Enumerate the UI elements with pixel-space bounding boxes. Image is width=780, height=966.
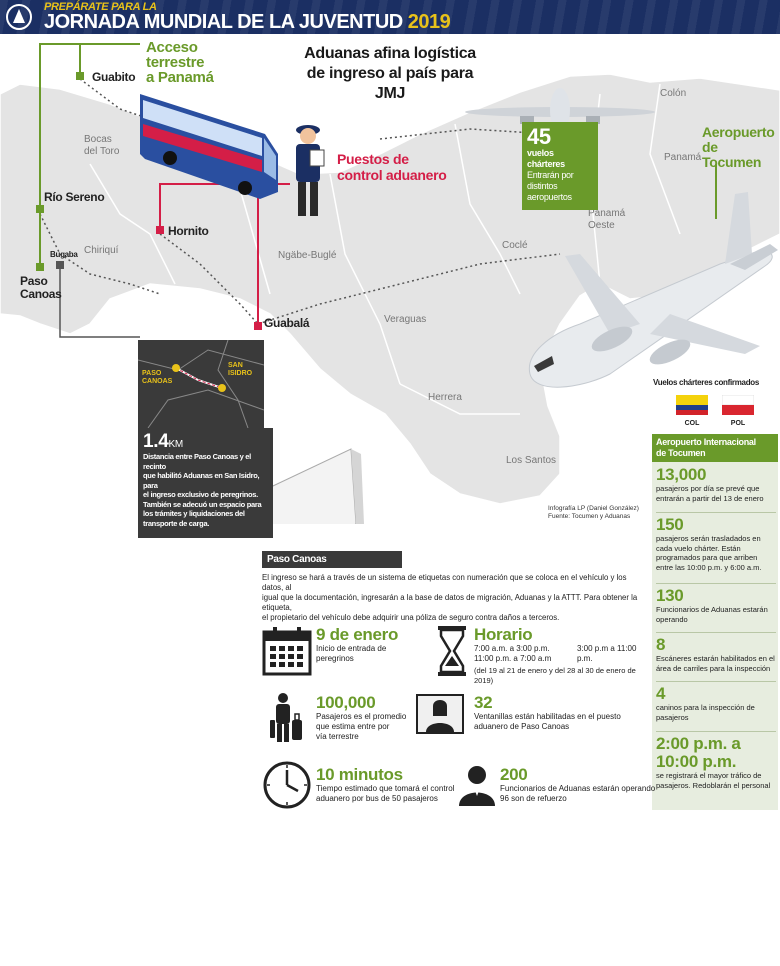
place-cocle: Coclé: [502, 240, 528, 251]
flags-title: Vuelos chárteres confirmados: [653, 378, 760, 387]
bugaba-label: Bugaba: [50, 250, 78, 259]
place-los-santos: Los Santos: [506, 455, 557, 466]
marker-guabala: [254, 322, 262, 330]
inset-roads: [138, 340, 264, 428]
marker-hornito: [156, 226, 164, 234]
stat-time: 10 minutos Tiempo estimado que tomará el…: [316, 765, 455, 804]
charter-flights-box: 45 vuelos chárteres Entrarán por distint…: [522, 122, 598, 210]
header-kicker: PREPÁRATE PARA LA: [44, 1, 157, 13]
guabala-label: Guabalá: [264, 316, 310, 330]
place-panama: Panamá: [664, 152, 702, 163]
flag-col: COL: [676, 395, 708, 427]
sidebar-title: Aeropuerto Internacional de Tocumen: [652, 434, 778, 462]
rio-sereno-label: Río Sereno: [44, 190, 105, 204]
paso-canoas-text: El ingreso se hará a través de un sistem…: [262, 573, 638, 622]
main-title: Aduanas afina logística de ingreso al pa…: [304, 45, 476, 102]
distance-box: 1.4KM Distancia entre Paso Canoas y el r…: [138, 428, 273, 538]
place-ngabe: Ngäbe-Buglé: [278, 250, 337, 261]
land-access-label: Acceso terrestre a Panamá: [146, 39, 214, 86]
paso-canoas-tab: Paso Canoas: [262, 551, 402, 568]
airport-sidebar: [652, 434, 778, 810]
clock-icon: [263, 761, 311, 809]
header-banner: PREPÁRATE PARA LA JORNADA MUNDIAL DE LA …: [0, 0, 780, 34]
stat-windows: 32 Ventanillas están habilitadas en el p…: [474, 693, 621, 732]
distance-text: Distancia entre Paso Canoas y el recinto…: [143, 452, 262, 528]
stat-schedule: Horario 7:00 a.m. a 3:00 p.m. 11:00 p.m.…: [474, 625, 637, 686]
customs-officer-icon: [296, 125, 325, 216]
header-title: JORNADA MUNDIAL DE LA JUVENTUD 2019: [44, 11, 451, 33]
inset-marker-paso-canoas: [172, 364, 180, 372]
small-airplane-icon: [465, 88, 655, 132]
truck-icon: [255, 448, 364, 524]
paso-canoas-label: Paso Canoas: [20, 274, 62, 301]
place-colon: Colón: [660, 88, 687, 99]
large-airplane-icon: [528, 192, 778, 388]
marker-guabito: [76, 72, 84, 80]
place-veraguas: Veraguas: [384, 314, 427, 325]
inset-marker-san-isidro: [218, 384, 226, 392]
control-posts-label: Puestos de control aduanero: [337, 151, 447, 183]
credit: Infografía LP (Daniel González) Fuente: …: [548, 505, 639, 520]
place-herrera: Herrera: [428, 392, 462, 403]
marker-rio-sereno: [36, 205, 44, 213]
poland-flag-icon: [721, 394, 755, 415]
marker-paso-canoas: [36, 263, 44, 271]
officer-icon: [459, 766, 495, 806]
header-year: 2019: [407, 11, 451, 33]
bus-icon: [140, 94, 278, 199]
flag-pol: POL: [721, 394, 755, 427]
customs-window-icon: [416, 694, 464, 734]
guabito-label: Guabito: [92, 70, 136, 84]
airport-label: Aeropuerto de Tocumen: [702, 124, 775, 170]
calendar-icon: [262, 627, 312, 676]
pilgrim-luggage-icon: [270, 693, 302, 742]
hornito-label: Hornito: [168, 224, 209, 238]
stat-officers: 200 Funcionarios de Aduanas estarán oper…: [500, 765, 656, 804]
colombia-flag-icon: [676, 395, 708, 415]
marker-bugaba: [56, 261, 64, 269]
hourglass-icon: [438, 626, 466, 676]
jmj-logo-icon: [6, 4, 32, 30]
place-chiriqui: Chiriquí: [84, 245, 119, 256]
sidebar-item: 2:00 p.m. a 10:00 p.m. se registrará el …: [656, 734, 771, 790]
